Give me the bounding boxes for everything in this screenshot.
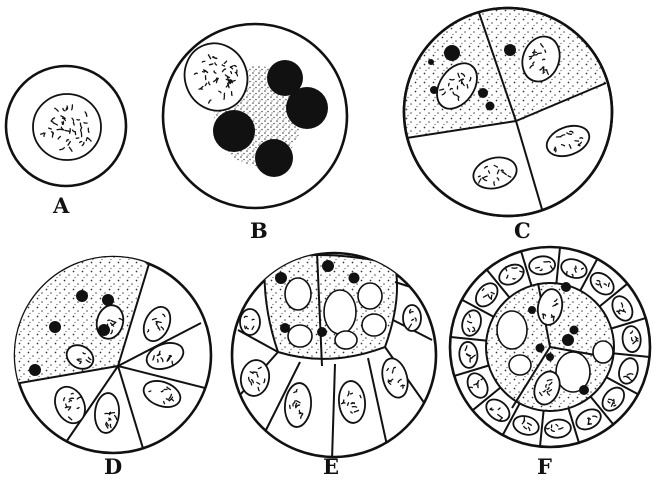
chromatin-blob	[49, 321, 61, 333]
panel-label-b: B	[250, 218, 268, 243]
panel-label-f: F	[537, 454, 552, 479]
panel-f: F	[450, 247, 650, 479]
panel-c: C	[400, 8, 620, 243]
chromatin-blob	[349, 273, 360, 284]
vacuole	[285, 278, 311, 310]
chromatin-blob	[486, 102, 495, 111]
chromatin-blob	[570, 326, 579, 335]
chromatin-blob	[536, 344, 545, 353]
chromatin-blob	[255, 139, 293, 177]
chromatin-blob	[504, 44, 516, 56]
vacuole	[324, 290, 356, 334]
chromatin-blob	[317, 327, 327, 337]
chromatin-blob	[275, 272, 287, 284]
chromatin-blob	[286, 87, 328, 129]
chromatin-blob	[430, 86, 438, 94]
vacuole	[497, 311, 527, 349]
panel-a: A	[6, 66, 126, 218]
nucleus	[240, 309, 260, 335]
vacuole	[358, 283, 382, 309]
chromatin-blob	[29, 364, 41, 376]
vacuole	[593, 341, 613, 363]
nucleus	[403, 305, 421, 331]
panel-label-c: C	[514, 218, 531, 243]
panel-d: D	[10, 250, 211, 479]
panel-label-a: A	[52, 193, 70, 218]
chromatin-blob	[98, 324, 110, 336]
panel-label-d: D	[104, 454, 122, 479]
vacuole	[288, 325, 312, 347]
vacuole	[509, 355, 531, 375]
chromatin-blob	[562, 334, 574, 346]
chromatin-blob	[444, 45, 460, 61]
panel-b: B	[163, 24, 347, 243]
chromatin-blob	[280, 323, 290, 333]
panel-e: E	[232, 252, 436, 479]
chromatin-blob	[213, 110, 255, 152]
chromatin-blob	[561, 282, 571, 292]
chromatin-blob	[102, 294, 114, 306]
chromatin-blob	[76, 290, 88, 302]
vacuole	[362, 314, 386, 336]
chromatin-blob	[579, 385, 589, 395]
chromatin-blob	[322, 260, 334, 272]
chromatin-blob	[546, 353, 554, 361]
chromatin-blob	[428, 59, 434, 65]
panel-label-e: E	[323, 454, 339, 479]
vacuole	[335, 331, 357, 349]
nucleus	[33, 94, 101, 160]
chromatin-blob	[528, 306, 536, 314]
chromatin-blob	[478, 88, 488, 98]
